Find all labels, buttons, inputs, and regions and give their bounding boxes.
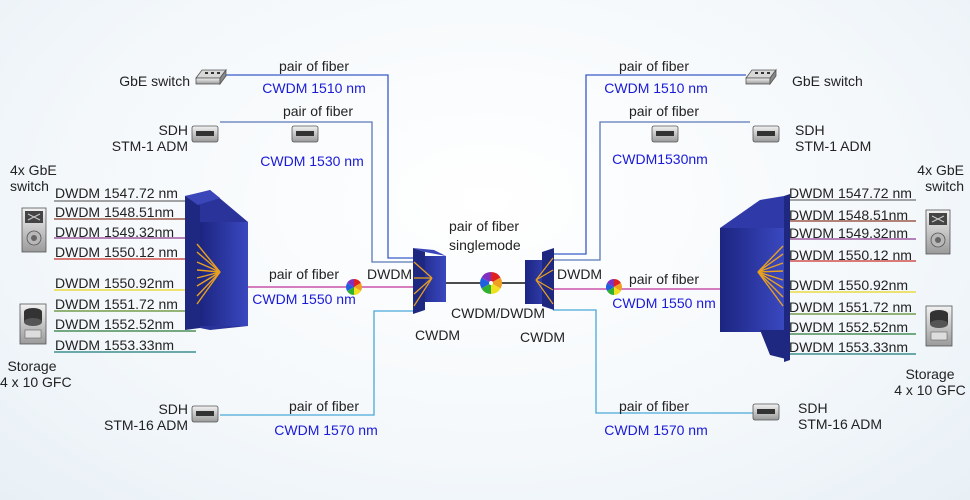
right-channel-label: DWDM 1553.33nm <box>789 339 909 355</box>
left-connection-lines <box>220 74 415 416</box>
right-channel-lines <box>775 199 916 355</box>
adm-icon <box>752 125 780 143</box>
left-4x-gbe-label: 4x GbE switch <box>10 162 57 194</box>
right-channel-label: DWDM 1551.72 nm <box>789 299 912 315</box>
right-4x-gbe-label: 4x GbE switch <box>917 162 964 194</box>
right-connection-lines <box>553 74 753 414</box>
left-1510-bottom-label: CWDM 1510 nm <box>262 80 366 96</box>
left-channel-label: DWDM 1547.72 nm <box>55 185 178 201</box>
left-channel-label: DWDM 1548.51nm <box>55 204 175 220</box>
left-1570-top-label: pair of fiber <box>288 398 360 414</box>
adm-icon <box>191 405 219 423</box>
left-channel-label: DWDM 1552.52nm <box>55 316 175 332</box>
left-line-1570 <box>220 310 415 416</box>
trunk-top-label: pair of fiber <box>449 218 520 234</box>
right-storage-label: Storage 4 x 10 GFC <box>894 366 966 398</box>
switch-icon <box>745 68 777 86</box>
right-1570-top-label: pair of fiber <box>618 398 690 414</box>
right-1550-bottom-label: CWDM 1550 nm <box>612 295 716 311</box>
right-1530-bottom-label: CWDM1530nm <box>612 151 708 167</box>
left-channel-lines <box>54 200 196 353</box>
right-cwdm-mux <box>525 248 554 310</box>
left-sdh-stm16-label: SDH STM-16 ADM <box>103 401 188 433</box>
color-wheel-center <box>480 272 502 294</box>
right-gbe-switch-label: GbE switch <box>792 73 863 89</box>
left-cwdm-mux <box>413 248 446 314</box>
left-1550-bottom-label: CWDM 1550 nm <box>252 291 356 307</box>
left-channel-label: DWDM 1551.72 nm <box>55 296 178 312</box>
trunk-bottom-label: singlemode <box>449 237 521 253</box>
switch-tower-icon <box>21 207 47 253</box>
right-line-1530 <box>553 121 750 261</box>
storage-icon <box>19 303 47 345</box>
left-1530-bottom-label: CWDM 1530 nm <box>260 153 364 169</box>
adm-icon <box>191 125 219 143</box>
left-gbe-switch-label: GbE switch <box>119 73 190 89</box>
left-1530-top-label: pair of fiber <box>282 103 354 119</box>
left-storage-label: Storage 4 x 10 GFC <box>0 358 72 390</box>
adm-icon <box>752 403 780 421</box>
left-cwdm-label: CWDM <box>415 327 461 343</box>
left-line-1530 <box>220 121 415 263</box>
right-sdh-stm16-label: SDH STM-16 ADM <box>798 400 883 432</box>
right-cwdm-label: CWDM <box>520 329 566 345</box>
right-channel-label: DWDM 1550.12 nm <box>789 247 912 263</box>
left-1550-top-label: pair of fiber <box>268 266 340 282</box>
right-channel-label: DWDM 1548.51nm <box>789 207 909 223</box>
right-channel-label: DWDM 1550.92nm <box>789 277 909 293</box>
right-sdh-stm1-label: SDH STM-1 ADM <box>795 122 872 154</box>
storage-icon <box>925 305 953 347</box>
right-line-1510 <box>553 74 746 255</box>
right-dwdm-label: DWDM <box>557 266 603 282</box>
color-wheel-right <box>606 279 622 295</box>
right-1530-top-label: pair of fiber <box>628 103 700 119</box>
left-channel-label: DWDM 1550.92nm <box>55 275 175 291</box>
switch-icon <box>195 68 227 86</box>
left-channel-label: DWDM 1549.32nm <box>55 224 175 240</box>
left-channel-label: DWDM 1550.12 nm <box>55 244 178 260</box>
adm-icon <box>291 125 319 143</box>
right-1550-top-label: pair of fiber <box>628 271 700 287</box>
right-line-1570 <box>553 309 753 414</box>
right-1570-bottom-label: CWDM 1570 nm <box>604 422 708 438</box>
left-sdh-stm1-label: SDH STM-1 ADM <box>111 122 188 154</box>
right-1510-top-label: pair of fiber <box>618 58 690 74</box>
left-dwdm-label: DWDM <box>367 266 413 282</box>
left-1510-top-label: pair of fiber <box>278 58 350 74</box>
left-line-1510 <box>226 74 415 259</box>
right-1510-bottom-label: CWDM 1510 nm <box>604 80 708 96</box>
mux-center-label: CWDM/DWDM <box>451 305 546 321</box>
adm-icon <box>651 125 679 143</box>
switch-tower-icon <box>925 209 951 255</box>
left-dwdm-mux <box>185 190 248 330</box>
left-1570-bottom-label: CWDM 1570 nm <box>274 422 378 438</box>
left-channel-label: DWDM 1553.33nm <box>55 337 175 353</box>
right-channel-label: DWDM 1547.72 nm <box>789 185 912 201</box>
right-channel-label: DWDM 1552.52nm <box>789 319 909 335</box>
right-channel-label: DWDM 1549.32nm <box>789 225 909 241</box>
color-wheel-left <box>346 279 362 295</box>
right-dwdm-mux <box>720 194 790 362</box>
